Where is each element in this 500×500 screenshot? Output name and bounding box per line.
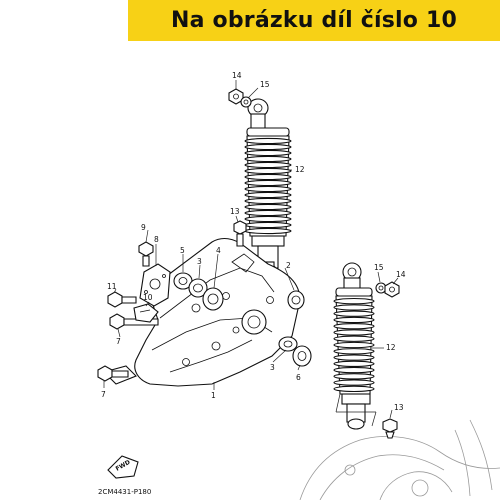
diagram-code: 2CM4431-P180 <box>98 488 151 496</box>
spring-coil <box>333 341 375 349</box>
spring-coil <box>333 366 375 374</box>
callout-14-lower: 14 <box>396 270 406 279</box>
callout-14: 14 <box>232 71 242 80</box>
forward-direction-arrow: FWD <box>107 455 139 479</box>
callout-13: 13 <box>230 207 240 216</box>
spring-coil <box>333 329 375 336</box>
spring-coil <box>244 203 292 211</box>
washer-part-15-lower <box>375 282 387 294</box>
spring-coil <box>244 137 292 145</box>
spring-coil <box>244 197 292 205</box>
spring-coil <box>333 360 375 367</box>
callout-9: 9 <box>141 223 146 232</box>
spring-coil <box>333 354 375 361</box>
callout-12-lower: 12 <box>386 343 396 352</box>
spring-coil <box>244 173 292 181</box>
nut-part-14-lower <box>384 281 400 298</box>
spring-coil <box>244 167 292 175</box>
rear-shock-absorber-lower <box>333 262 375 430</box>
callout-7-lower: 7 <box>101 390 106 399</box>
callout-8: 8 <box>154 235 159 244</box>
spring-coil <box>244 191 292 199</box>
spring-coil <box>244 149 292 157</box>
callout-12: 12 <box>295 165 305 174</box>
spring-coil <box>244 215 292 223</box>
spring-coil <box>333 379 375 386</box>
collar-part-6 <box>292 345 312 367</box>
callout-6: 6 <box>296 373 301 382</box>
callout-1: 1 <box>211 391 216 400</box>
part-number-banner: Na obrázku díl číslo 10 <box>128 0 500 41</box>
callout-3: 3 <box>197 257 202 266</box>
bearing-part-4 <box>202 287 224 311</box>
spring-coil <box>244 209 292 217</box>
clip-part-10 <box>133 303 159 323</box>
banner-text: Na obrázku díl číslo 10 <box>171 8 457 33</box>
callout-11: 11 <box>107 282 117 291</box>
callout-4: 4 <box>216 246 221 255</box>
frame-outline-background <box>299 419 500 500</box>
collar-part-5 <box>173 272 193 290</box>
callout-3-lower: 3 <box>270 363 275 372</box>
spring-coil <box>333 373 375 380</box>
bolt-part-7-lower <box>97 365 129 382</box>
spring-coil <box>244 155 292 163</box>
spring-coil <box>244 185 292 193</box>
bolt-part-9 <box>138 241 154 267</box>
leader-lines <box>103 80 399 427</box>
bolt-part-11 <box>107 291 137 308</box>
spring-coil <box>244 227 292 235</box>
callout-10: 10 <box>143 293 153 302</box>
callout-15: 15 <box>260 80 270 89</box>
callout-7: 7 <box>116 337 121 346</box>
spring-coil <box>333 297 375 305</box>
bolt-part-13-upper <box>233 220 247 247</box>
callout-13-lower: 13 <box>394 403 404 412</box>
plate-part-8 <box>139 263 171 307</box>
spring-coil <box>244 221 292 229</box>
spring-coil <box>244 179 292 187</box>
collar-part-3-lower <box>278 336 298 352</box>
callout-15-lower: 15 <box>374 263 384 272</box>
callout-2: 2 <box>286 261 291 270</box>
seal-part-2 <box>287 290 305 310</box>
spring-coil <box>333 310 375 317</box>
callout-labels: 14 15 12 13 9 8 5 3 4 11 10 7 2 3 6 1 7 … <box>101 71 406 412</box>
bolt-part-13-lower <box>382 418 398 439</box>
spring-coil <box>244 161 292 169</box>
washer-part-15-upper <box>240 96 252 108</box>
callout-5: 5 <box>180 246 185 255</box>
collar-part-3-upper <box>188 278 208 298</box>
spring-coil <box>333 348 375 355</box>
spring-coil <box>333 316 375 324</box>
spring-coil <box>333 323 375 330</box>
rear-shock-absorber-upper <box>244 98 292 277</box>
spring-coil <box>333 304 375 311</box>
spring-coil <box>244 143 292 151</box>
spring-coil <box>333 385 375 393</box>
spring-coil <box>333 335 375 342</box>
